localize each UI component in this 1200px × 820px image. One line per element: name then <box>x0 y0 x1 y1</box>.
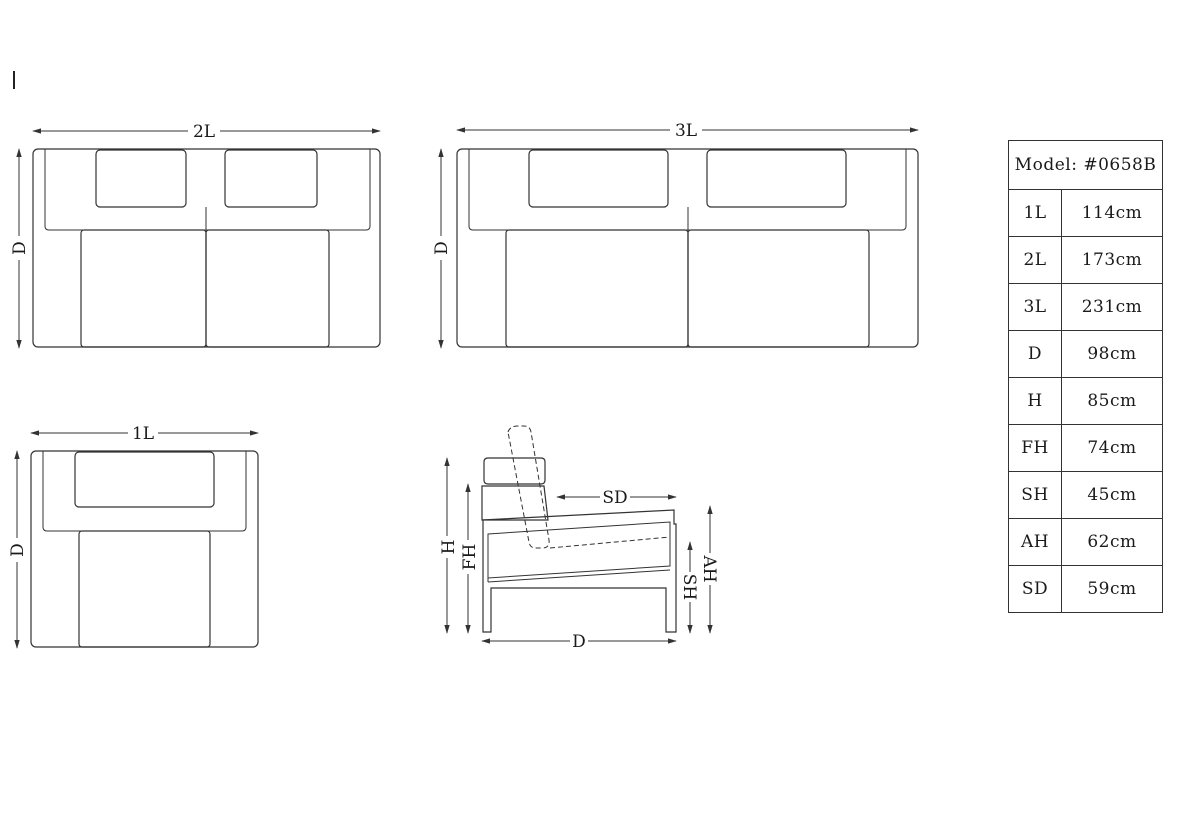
spec-table-title: Model: #0658B <box>1008 140 1163 190</box>
height-label: H <box>439 540 459 555</box>
spec-value: 62cm <box>1061 518 1163 566</box>
spec-key: 2L <box>1008 236 1062 284</box>
two-seater-width-label: 2L <box>193 122 215 142</box>
three-seater-seat-cushion-left <box>505 229 689 348</box>
two-seater-back-cushion-left <box>95 149 187 208</box>
three-seater-width-label: 3L <box>675 121 697 141</box>
spec-value: 59cm <box>1061 565 1163 613</box>
headrest <box>483 457 546 485</box>
spec-value: 98cm <box>1061 330 1163 378</box>
spec-value: 231cm <box>1061 283 1163 331</box>
one-seater-top-view: 1L D <box>8 424 259 649</box>
two-seater-seat-cushion-left <box>80 229 207 348</box>
spec-key: 1L <box>1008 189 1062 237</box>
one-seater-depth-label: D <box>8 543 28 557</box>
three-seater-top-view: 3L D <box>432 121 919 349</box>
seat-depth-label: SD <box>602 488 627 508</box>
one-seater-backrest <box>42 451 247 532</box>
spec-table: Model: #0658B 1L 114cm 2L 173cm 3L 231cm… <box>1008 140 1163 613</box>
table-row: 2L 173cm <box>1008 236 1163 284</box>
seat-reclined-line <box>549 536 671 549</box>
one-seater-seat-cushion <box>78 530 211 648</box>
spec-key: SH <box>1008 471 1062 519</box>
one-seater-back-cushion <box>74 451 215 508</box>
spec-value: 74cm <box>1061 424 1163 472</box>
spec-key: SD <box>1008 565 1062 613</box>
headrest-reclined <box>507 425 550 549</box>
spec-key: 3L <box>1008 283 1062 331</box>
table-row: D 98cm <box>1008 330 1163 378</box>
table-row: 1L 114cm <box>1008 189 1163 237</box>
text-cursor-mark <box>13 71 15 89</box>
spec-key: D <box>1008 330 1062 378</box>
table-row: 3L 231cm <box>1008 283 1163 331</box>
frame-height-label: FH <box>460 544 480 571</box>
sofa-body-side <box>481 509 677 633</box>
two-seater-back-cushion-right <box>224 149 318 208</box>
table-row: H 85cm <box>1008 377 1163 425</box>
back-cushion-side <box>481 485 549 521</box>
two-seater-backrest <box>44 149 371 231</box>
two-seater-depth-label: D <box>10 241 30 255</box>
spec-value: 114cm <box>1061 189 1163 237</box>
three-seater-depth-label: D <box>432 241 452 255</box>
two-seater-seat-cushion-right <box>205 229 330 348</box>
spec-value: 85cm <box>1061 377 1163 425</box>
two-seater-top-view: 2L D <box>10 122 381 349</box>
three-seater-frame <box>456 148 919 348</box>
seat-cushion-side <box>487 521 671 579</box>
side-view: H FH SD SH AH D <box>439 425 719 652</box>
table-row: SD 59cm <box>1008 565 1163 613</box>
spec-key: AH <box>1008 518 1062 566</box>
sofa-dimension-drawing: 2L D 3L D 1L D <box>8 121 919 652</box>
two-seater-frame <box>32 148 381 348</box>
spec-value: 173cm <box>1061 236 1163 284</box>
spec-value: 45cm <box>1061 471 1163 519</box>
arm-height-label: AH <box>699 554 719 582</box>
table-row: AH 62cm <box>1008 518 1163 566</box>
three-seater-back-cushion-left <box>528 149 669 208</box>
one-seater-width-label: 1L <box>132 424 154 444</box>
spec-key: FH <box>1008 424 1062 472</box>
spec-key: H <box>1008 377 1062 425</box>
seat-height-label: SH <box>679 574 699 600</box>
side-depth-label: D <box>572 632 586 652</box>
table-row: SH 45cm <box>1008 471 1163 519</box>
one-seater-frame <box>30 450 259 648</box>
three-seater-back-cushion-right <box>706 149 847 208</box>
table-row: FH 74cm <box>1008 424 1163 472</box>
three-seater-seat-cushion-right <box>687 229 870 348</box>
